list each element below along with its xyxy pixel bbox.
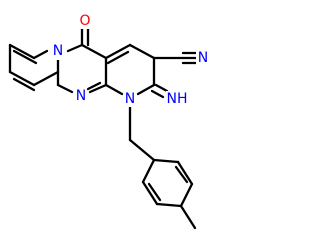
bond: [136, 83, 156, 96]
bond: [179, 182, 194, 208]
carbonyl-oxygen-label: O: [79, 13, 90, 29]
bond: [150, 89, 165, 99]
bond: [8, 43, 36, 60]
ring-fusion-nitrogen-label: N: [53, 43, 63, 59]
bond: [174, 165, 189, 184]
bond: [104, 43, 132, 60]
chemical-structure-diagram: O N N N N NH: [8, 13, 210, 230]
bond: [128, 43, 156, 60]
bond: [88, 83, 108, 94]
bond: [66, 43, 84, 53]
bond: [12, 49, 38, 65]
bond: [141, 180, 159, 206]
bond: [8, 70, 36, 87]
bond: [106, 50, 130, 65]
bond: [104, 83, 124, 96]
bond: [56, 83, 74, 94]
bond: [12, 77, 36, 92]
bond: [147, 182, 162, 202]
bond: [154, 83, 169, 93]
bond: [86, 81, 102, 91]
pyridine-nitrogen-label: N: [125, 91, 135, 107]
bond-lines: [8, 27, 198, 230]
nitrile-nitrogen-label: N: [198, 50, 208, 66]
imine-nh-label: NH: [167, 91, 188, 107]
bond: [80, 43, 108, 60]
bond: [32, 49, 49, 60]
bond: [179, 204, 197, 230]
bond: [32, 70, 60, 87]
bond: [155, 202, 183, 208]
bond: [141, 158, 156, 184]
pyrimidine-nitrogen-label: N: [76, 88, 86, 104]
bond: [152, 158, 180, 164]
bond: [128, 138, 156, 162]
bond: [176, 160, 194, 186]
